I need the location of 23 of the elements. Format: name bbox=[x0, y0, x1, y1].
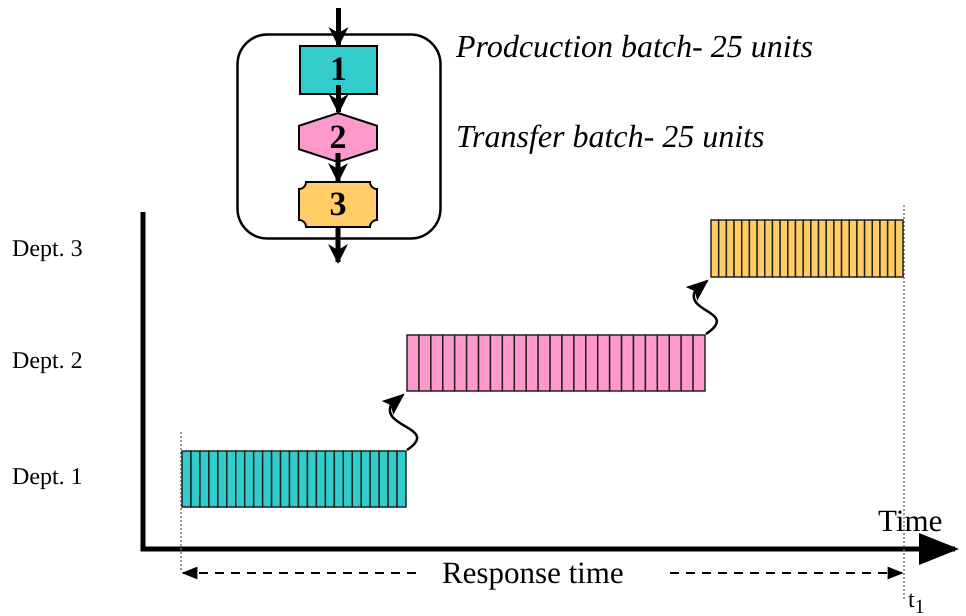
process-box bbox=[299, 45, 378, 95]
axis-label: Dept. 3 bbox=[12, 237, 83, 261]
batch-bar bbox=[710, 219, 904, 278]
process-group-box bbox=[236, 33, 442, 240]
step-number: 3 bbox=[330, 188, 346, 222]
time-marker: t$_{1}$ bbox=[908, 588, 925, 616]
batch-bar bbox=[181, 450, 407, 508]
axis-label: Dept. 2 bbox=[12, 349, 83, 373]
axis-label: Time bbox=[878, 505, 942, 536]
process-plaque bbox=[298, 181, 378, 228]
process-hexagon bbox=[298, 112, 378, 163]
step-number: 1 bbox=[330, 53, 347, 87]
arrow bbox=[328, 228, 348, 264]
arrow bbox=[382, 394, 418, 451]
batch-bar bbox=[406, 334, 706, 392]
arrow bbox=[328, 85, 348, 114]
batch-note: Prodcuction batch- 25 units bbox=[456, 30, 813, 62]
axis-label: Dept. 1 bbox=[12, 465, 83, 489]
step-number: 2 bbox=[330, 120, 346, 154]
arrow bbox=[686, 280, 718, 335]
arrow bbox=[328, 153, 348, 183]
batch-note: Transfer batch- 25 units bbox=[456, 120, 764, 152]
arrow bbox=[328, 8, 348, 47]
